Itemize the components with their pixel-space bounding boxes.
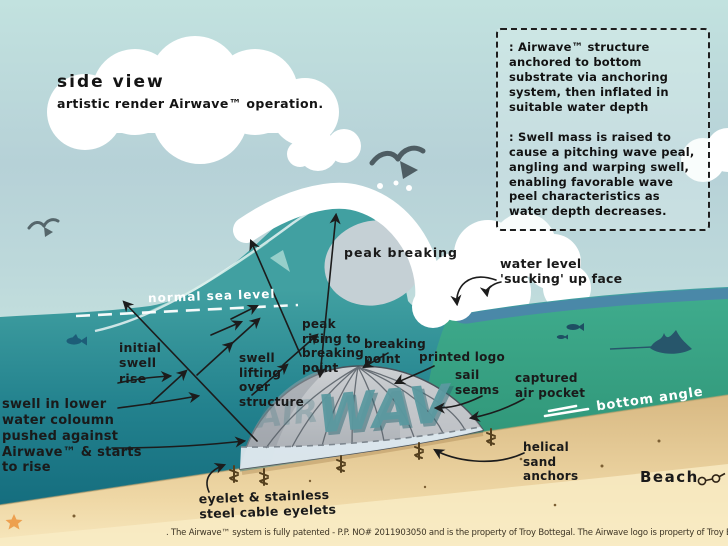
dome-logo-shadow: WAV	[316, 376, 455, 449]
sand-specks	[72, 439, 661, 518]
dome-sail-seams	[265, 366, 466, 449]
cloud-title-backdrop	[47, 36, 339, 164]
beach-crab-icon	[697, 472, 726, 486]
label-initial-swell-rise: initial swell rise	[119, 340, 162, 386]
info-para-anchoring: : Airwave™ structure anchored to bottom …	[509, 40, 669, 114]
label-peak-breaking: peak breaking	[344, 245, 458, 260]
dome-skirt	[240, 427, 483, 469]
sea-level-dashes	[75, 303, 299, 318]
starfish-icon	[5, 514, 23, 530]
stingray-icon	[609, 330, 692, 354]
annotation-arrows	[111, 212, 525, 493]
cloud-right-edge	[681, 128, 728, 182]
label-breaking-point: breaking point	[364, 337, 426, 366]
dome-logo: WAV	[313, 373, 452, 446]
surface-blue-band	[452, 288, 728, 324]
label-swell-lower-column: swell in lower water coloumn pushed agai…	[2, 397, 142, 476]
wave-face-triangle	[270, 250, 290, 272]
helical-anchors	[229, 428, 496, 486]
beach-light-band	[0, 464, 728, 546]
dome-sand-shadow	[241, 432, 484, 475]
label-printed-logo: printed logo	[419, 350, 505, 364]
label-swell-lifting: swell lifting over structure	[239, 351, 305, 409]
bottom-angle-chevrons	[543, 404, 590, 418]
dome-logo-faint: AIR	[255, 391, 319, 436]
wave-lip-foam	[233, 182, 442, 322]
info-para-swell: : Swell mass is raised to cause a pitchi…	[509, 129, 695, 219]
copyright-text: . The Airwave™ system is fully patented …	[166, 528, 728, 538]
fish-icons-right	[556, 323, 584, 340]
label-helical-sand-anchors: helical sand anchors	[523, 440, 579, 484]
label-eyelets: eyelet & stainless steel cable eyelets	[198, 486, 337, 522]
info-box: : Airwave™ structure anchored to bottom …	[496, 28, 710, 232]
title-cloud: side view artistic render Airwave™ opera…	[57, 72, 324, 111]
bird-icon-small	[27, 218, 60, 237]
label-beach: Beach	[640, 468, 699, 486]
dome-dashed-rim	[240, 426, 481, 448]
airwave-dome: AIR WAV WAV	[239, 365, 485, 470]
label-captured-air-pocket: captured air pocket	[515, 371, 586, 400]
title-subtitle: artistic render Airwave™ operation.	[57, 96, 324, 111]
title-side-view: side view	[57, 72, 165, 92]
bird-icon-large	[369, 145, 426, 179]
label-sail-seams: sail seams	[455, 368, 500, 397]
fish-icon-left	[66, 334, 87, 346]
label-peak-rising: peak rising to breaking point	[302, 317, 364, 375]
label-water-level: water level 'sucking' up face	[500, 256, 623, 287]
